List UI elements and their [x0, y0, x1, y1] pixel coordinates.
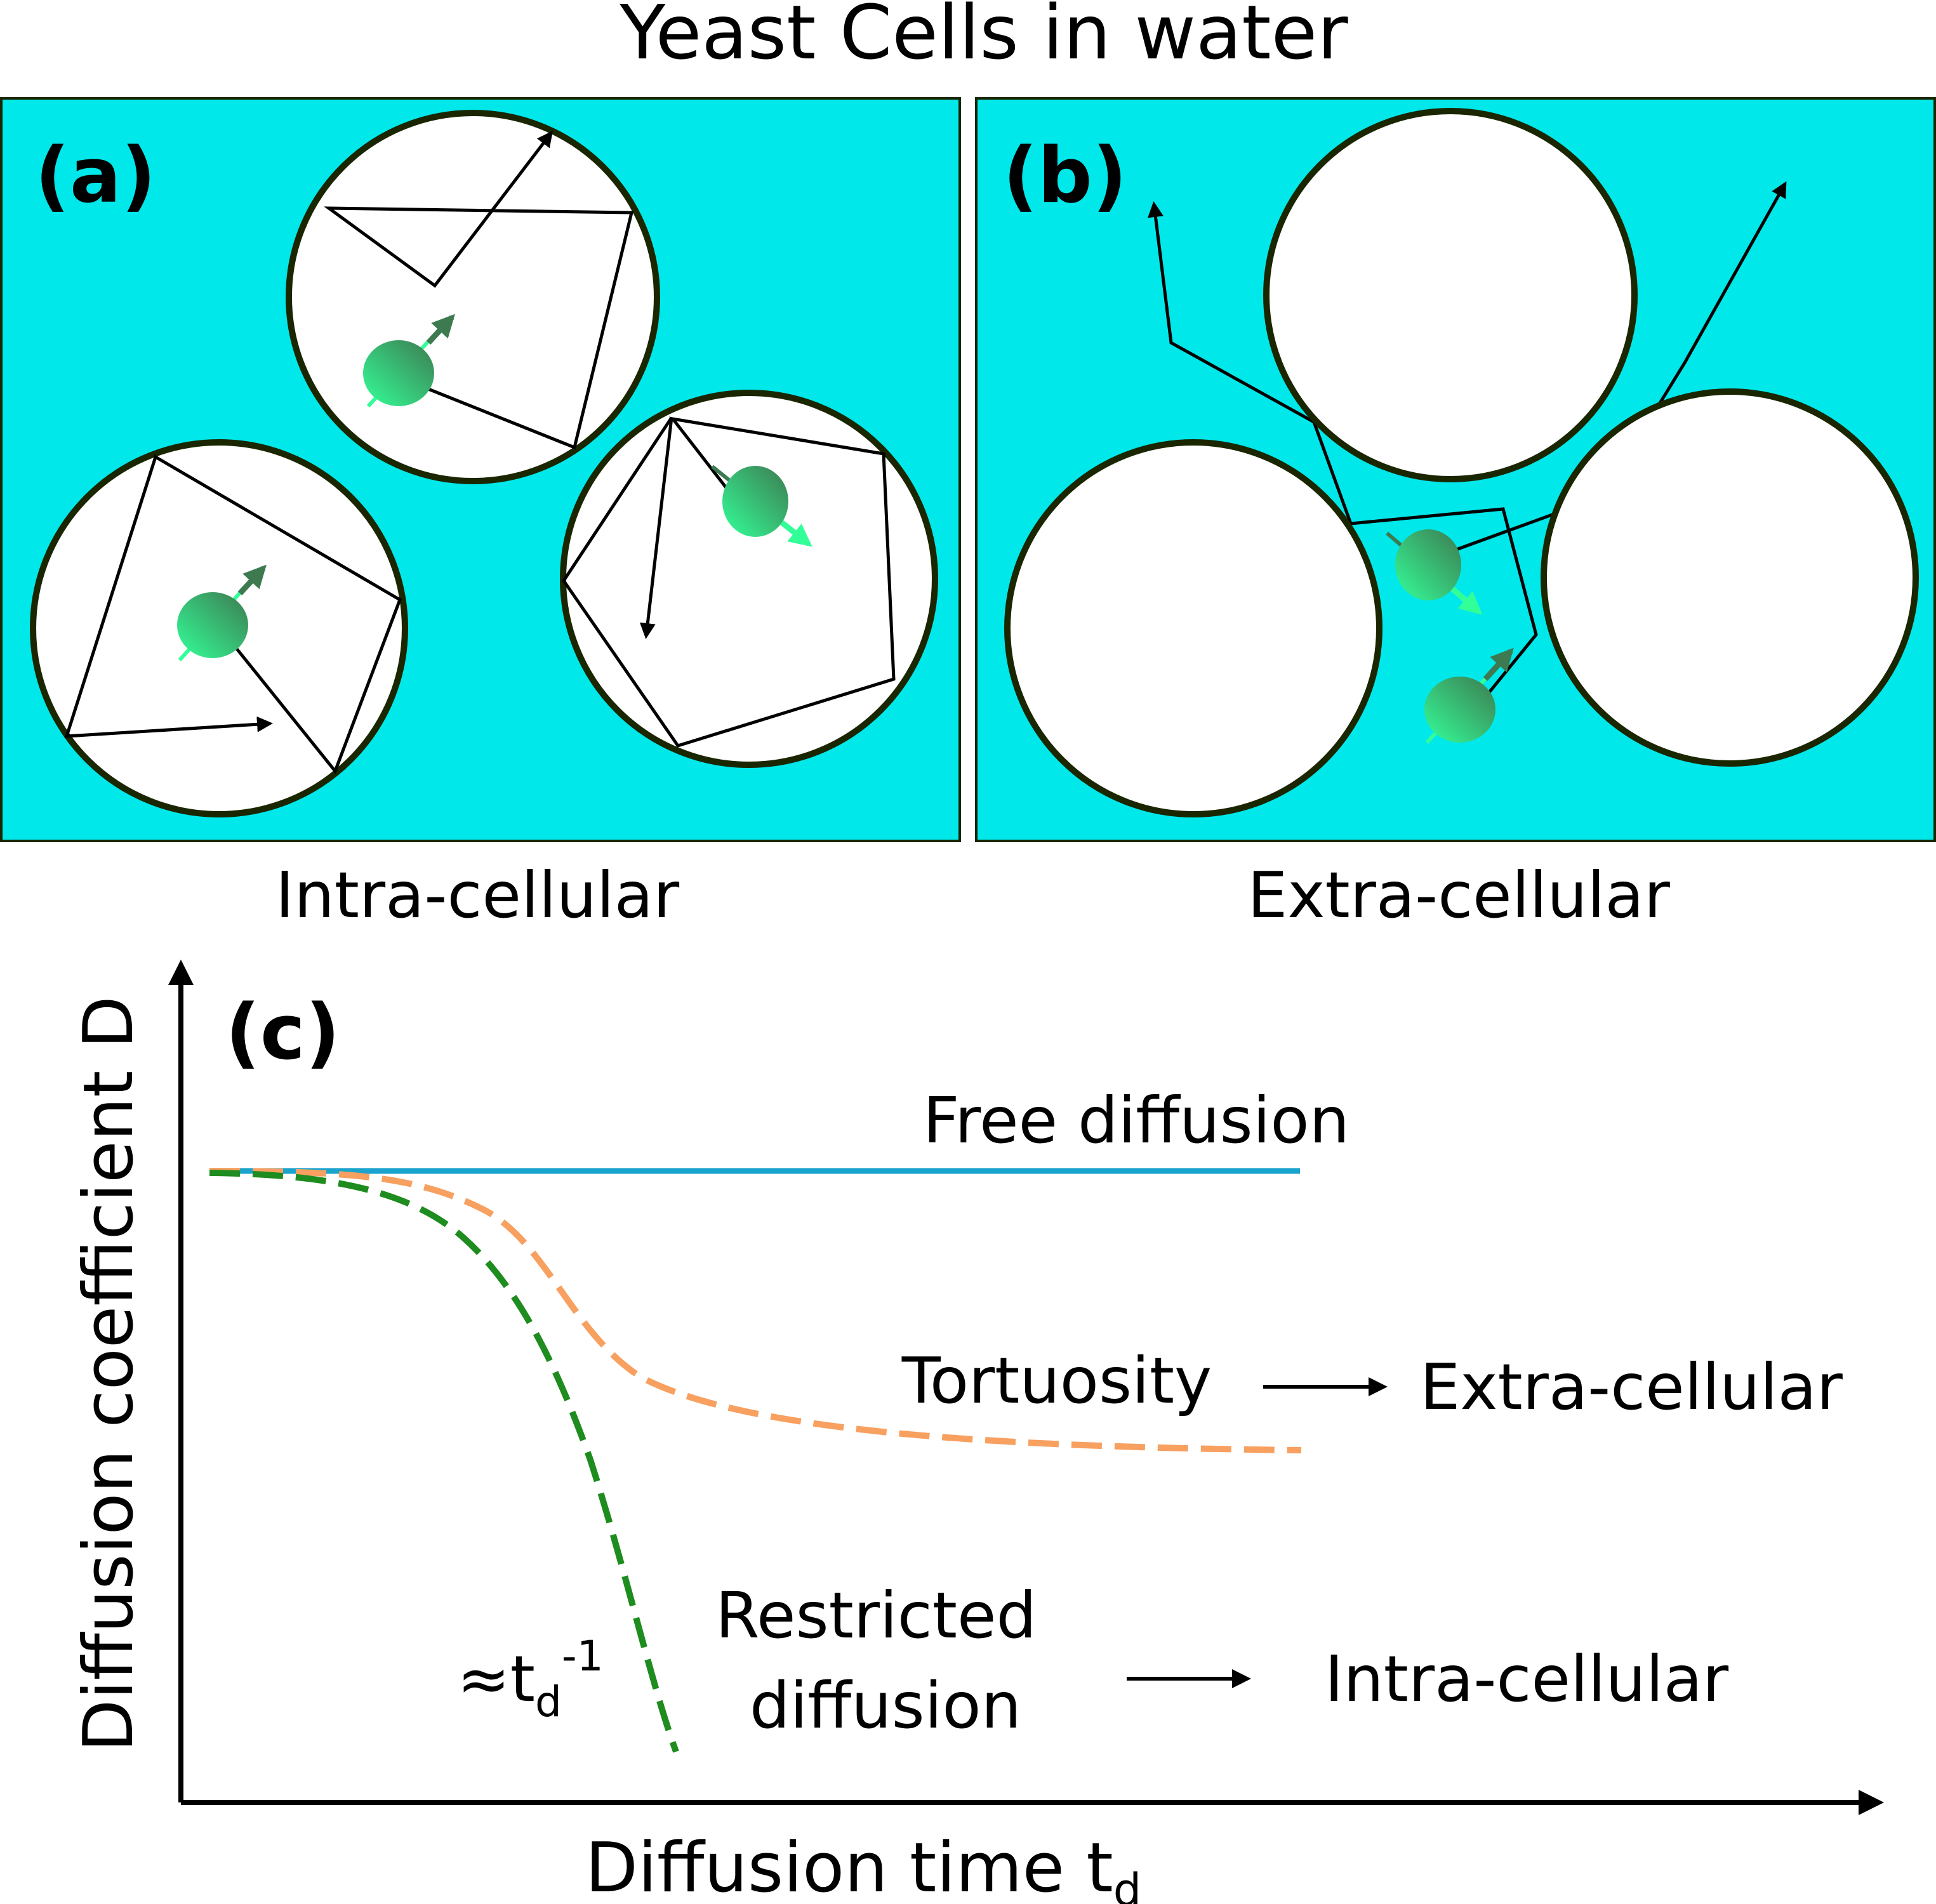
restricted-label-line1: Restricted — [715, 1578, 1037, 1653]
diffusion-path — [561, 416, 896, 748]
spin-molecule — [363, 314, 455, 408]
diffusion-path — [324, 131, 634, 450]
panel-a: (a) — [0, 97, 961, 842]
tortuosity-curve — [209, 1168, 1302, 1453]
spin-molecule — [177, 564, 267, 662]
panel-c-label: (c) — [225, 989, 340, 1077]
spin-molecule — [1386, 529, 1483, 615]
yeast-cell — [1004, 439, 1382, 817]
scaling-law-label: ≈td-1 — [457, 1632, 604, 1726]
yeast-cell — [1263, 108, 1638, 482]
panel-c: (c) Diffusion coefficient D Diffusion ti… — [69, 960, 1884, 1904]
tortuosity-label: Tortuosity — [901, 1344, 1212, 1418]
y-axis-label: Diffusion coefficient D — [69, 996, 149, 1752]
panel-b-caption: Extra-cellular — [1247, 858, 1671, 932]
yeast-cell — [1541, 388, 1919, 767]
x-axis-label: Diffusion time td — [585, 1828, 1141, 1904]
diffusion-path — [64, 454, 402, 774]
panel-b: (b) — [975, 97, 1936, 842]
restricted-result: Intra-cellular — [1325, 1642, 1729, 1716]
restricted-diffusion-curve — [209, 1170, 679, 1753]
restricted-label-line2: diffusion — [750, 1669, 1021, 1743]
spin-molecule — [711, 465, 812, 547]
free-diffusion-label: Free diffusion — [923, 1083, 1349, 1158]
yeast-cell — [560, 390, 938, 768]
figure-title: Yeast Cells in water — [619, 0, 1348, 76]
panel-a-caption: Intra-cellular — [275, 858, 680, 932]
spin-molecule — [1424, 647, 1514, 744]
panel-b-label: (b) — [1003, 132, 1127, 220]
tortuosity-result: Extra-cellular — [1420, 1350, 1843, 1424]
panel-a-label: (a) — [35, 132, 156, 220]
yeast-cell — [286, 110, 660, 484]
